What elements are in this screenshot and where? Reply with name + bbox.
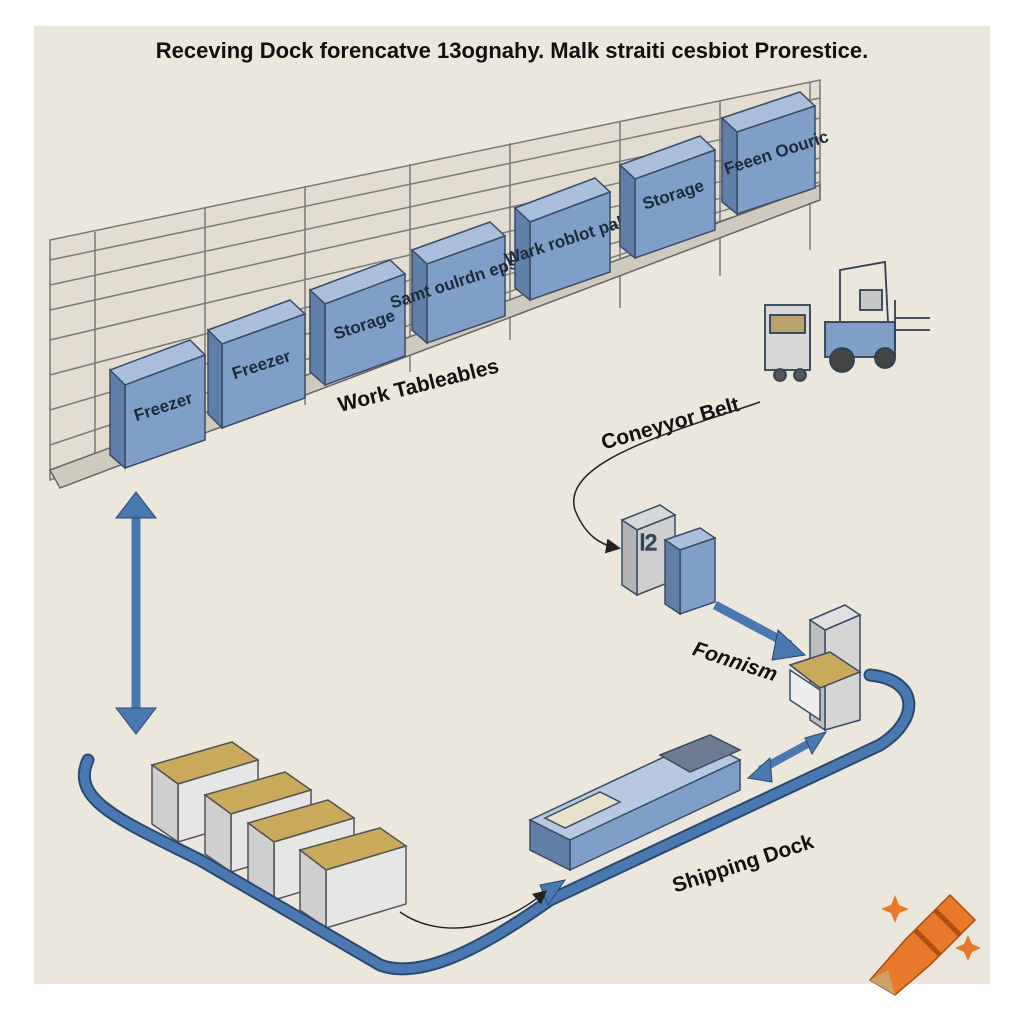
storage-unit-7: Feeen Oouric bbox=[720, 91, 831, 216]
return-path bbox=[79, 670, 914, 974]
sorter-tower bbox=[788, 604, 862, 732]
machine-station: l2 bbox=[620, 504, 717, 616]
sparkle-icon bbox=[881, 895, 981, 961]
storage-unit-3: Storage bbox=[308, 259, 407, 387]
crate-flow-arrow bbox=[399, 890, 548, 929]
conveyor-flow-arrow bbox=[572, 401, 761, 554]
storage-unit-2: Freezer bbox=[206, 299, 307, 430]
storage-unit-5: Wark roblot palt bbox=[502, 177, 631, 302]
diagram-title: Receving Dock forencatve 13ognahy. Malk … bbox=[155, 38, 869, 63]
vertical-double-arrow bbox=[114, 491, 158, 735]
crate-4 bbox=[298, 827, 408, 930]
crayon-icon bbox=[868, 893, 977, 996]
fonnism-label: Fonnism bbox=[690, 637, 780, 686]
storage-unit-4: Samt oulrdn epsap bbox=[388, 221, 539, 345]
conveyor-belt-label: Coneyyor Belt bbox=[599, 393, 742, 454]
storage-unit-1: Freezer bbox=[108, 339, 207, 470]
station-number: l2 bbox=[640, 530, 657, 555]
forklift-icon bbox=[764, 260, 930, 382]
storage-unit-6: Storage bbox=[618, 135, 717, 260]
packing-table bbox=[528, 734, 742, 872]
